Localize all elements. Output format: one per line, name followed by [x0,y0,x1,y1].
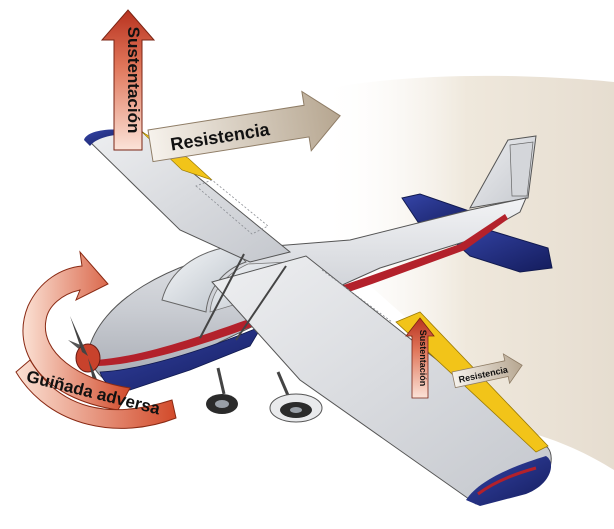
lift-label-large: Sustentación [124,27,143,134]
drag-arrow-small: Resistencia [451,353,523,389]
wing-strut-right [235,265,287,341]
wing-strut [199,253,245,339]
airflow-shading [320,75,614,471]
landing-gear [206,367,323,423]
lift-arrow-small: Sustentación [405,317,435,399]
vertical-stabilizer [469,135,537,209]
lift-label-small: Sustentación [418,330,428,387]
lift-arrow-large: Sustentación [100,9,156,151]
